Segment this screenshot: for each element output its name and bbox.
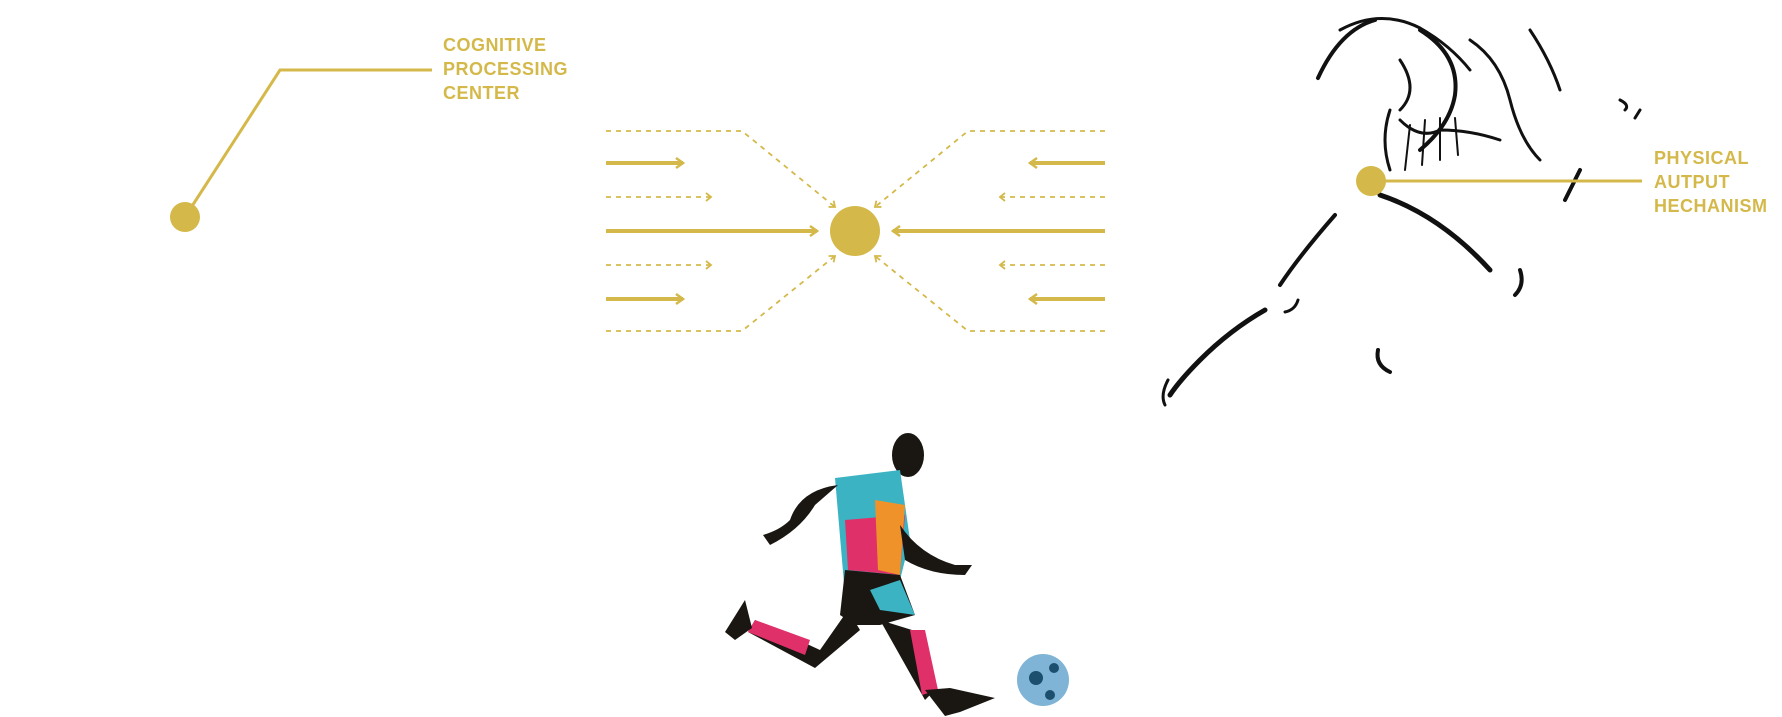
center-node [830, 206, 880, 256]
soccer-player-icon [725, 433, 1069, 716]
label-line: COGNITIVE [443, 35, 547, 55]
label-line: HECHANISM [1654, 196, 1768, 216]
cognitive-callout [170, 68, 432, 232]
cognitive-node [170, 202, 200, 232]
physical-node [1356, 166, 1386, 196]
label-line: CENTER [443, 83, 521, 103]
runner-sketch-icon [1161, 17, 1642, 407]
physical-callout [1356, 166, 1642, 196]
label-line: AUTPUT [1654, 172, 1730, 192]
label-line: PROCESSING [443, 59, 569, 79]
convergence-diagram [606, 130, 1105, 332]
label-line: PHYSICAL [1654, 148, 1750, 168]
cognitive-processing-label: COGNITIVE PROCESSING CENTER [443, 33, 568, 105]
physical-output-label: PHYSICAL AUTPUT HECHANISM [1654, 146, 1768, 218]
soccer-ball [1017, 654, 1069, 706]
